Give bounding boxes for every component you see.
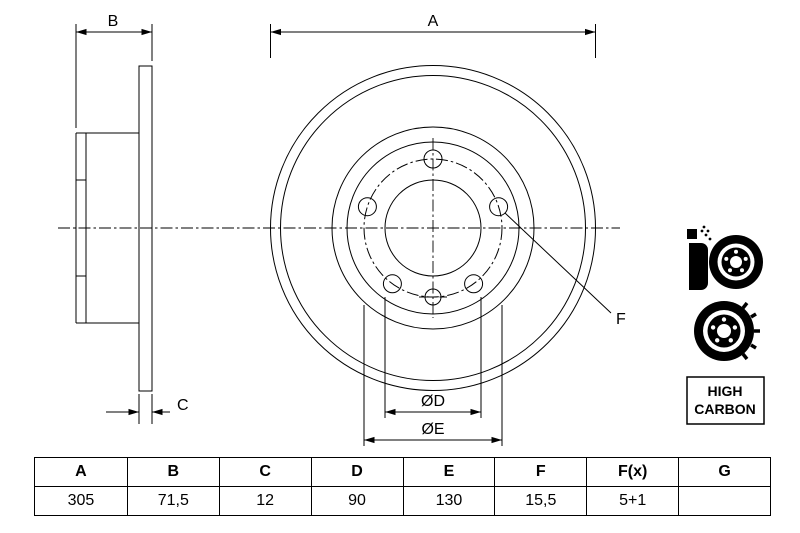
badge-line1: HIGH	[708, 383, 743, 399]
table-header-cell: F	[494, 458, 587, 487]
bolt-hole	[423, 149, 443, 169]
dim-c-label: C	[177, 397, 189, 414]
disc-section-outline	[138, 65, 153, 392]
dim-a-label: A	[428, 13, 439, 30]
dim-f-label: F	[616, 311, 626, 328]
friction-inner-circle	[331, 126, 535, 330]
bolt-circle	[363, 158, 503, 298]
dimension-c: C	[106, 394, 189, 424]
table-header-cell: D	[310, 458, 403, 487]
table-header-cell: E	[402, 458, 495, 487]
table-value-cell: 12	[218, 487, 311, 515]
table-value-cell: 130	[402, 487, 495, 515]
bolt-hole	[489, 197, 509, 217]
side-view	[75, 65, 153, 392]
table-header-cell: F(x)	[586, 458, 679, 487]
outer-diameter-circle	[270, 65, 596, 391]
hat-flange-circle	[346, 141, 520, 315]
high-carbon-badge: HIGH CARBON	[686, 376, 765, 425]
brake-disc-icon	[709, 235, 763, 289]
bolt-hole	[464, 274, 484, 294]
table-value-cell: 90	[310, 487, 403, 515]
bolt-hole	[382, 274, 402, 294]
center-bore-circle	[384, 179, 482, 277]
table-value-cell	[678, 487, 770, 515]
dim-d-label: ØD	[421, 393, 445, 410]
table-header-cell: B	[126, 458, 219, 487]
table-header-row: A B C D E F F(x) G	[35, 458, 770, 487]
brake-disc-hub-icon	[694, 301, 760, 361]
dimension-e: ØE	[363, 305, 503, 446]
outer-chamfer-circle	[280, 75, 586, 381]
table-value-row: 305 71,5 12 90 130 15,5 5+1	[35, 487, 770, 515]
dimension-f: F	[504, 212, 626, 328]
dimension-b: B	[75, 13, 153, 128]
dim-b-label: B	[108, 13, 119, 30]
table-header-cell: G	[678, 458, 770, 487]
bolt-hole	[357, 197, 377, 217]
table-value-cell: 305	[67, 492, 95, 509]
dimension-table: A B C D E F F(x) G 305 71,5 12 90 130 15…	[34, 457, 771, 516]
dim-e-label: ØE	[421, 421, 444, 438]
table-value-cell: 5+1	[586, 487, 678, 515]
front-view	[270, 65, 596, 391]
table-header-cell: A	[35, 458, 127, 487]
table-value-cell: 15,5	[494, 487, 586, 515]
dimension-d: ØD	[384, 297, 482, 418]
badge-line2: CARBON	[694, 401, 755, 417]
table-value-cell: 71,5	[126, 487, 219, 515]
dimension-a: A	[270, 13, 596, 58]
technical-drawing: A B C ØD	[58, 13, 765, 446]
table-header-cell: C	[218, 458, 311, 487]
brake-pad-icon	[687, 225, 712, 290]
centerlines	[58, 138, 620, 318]
